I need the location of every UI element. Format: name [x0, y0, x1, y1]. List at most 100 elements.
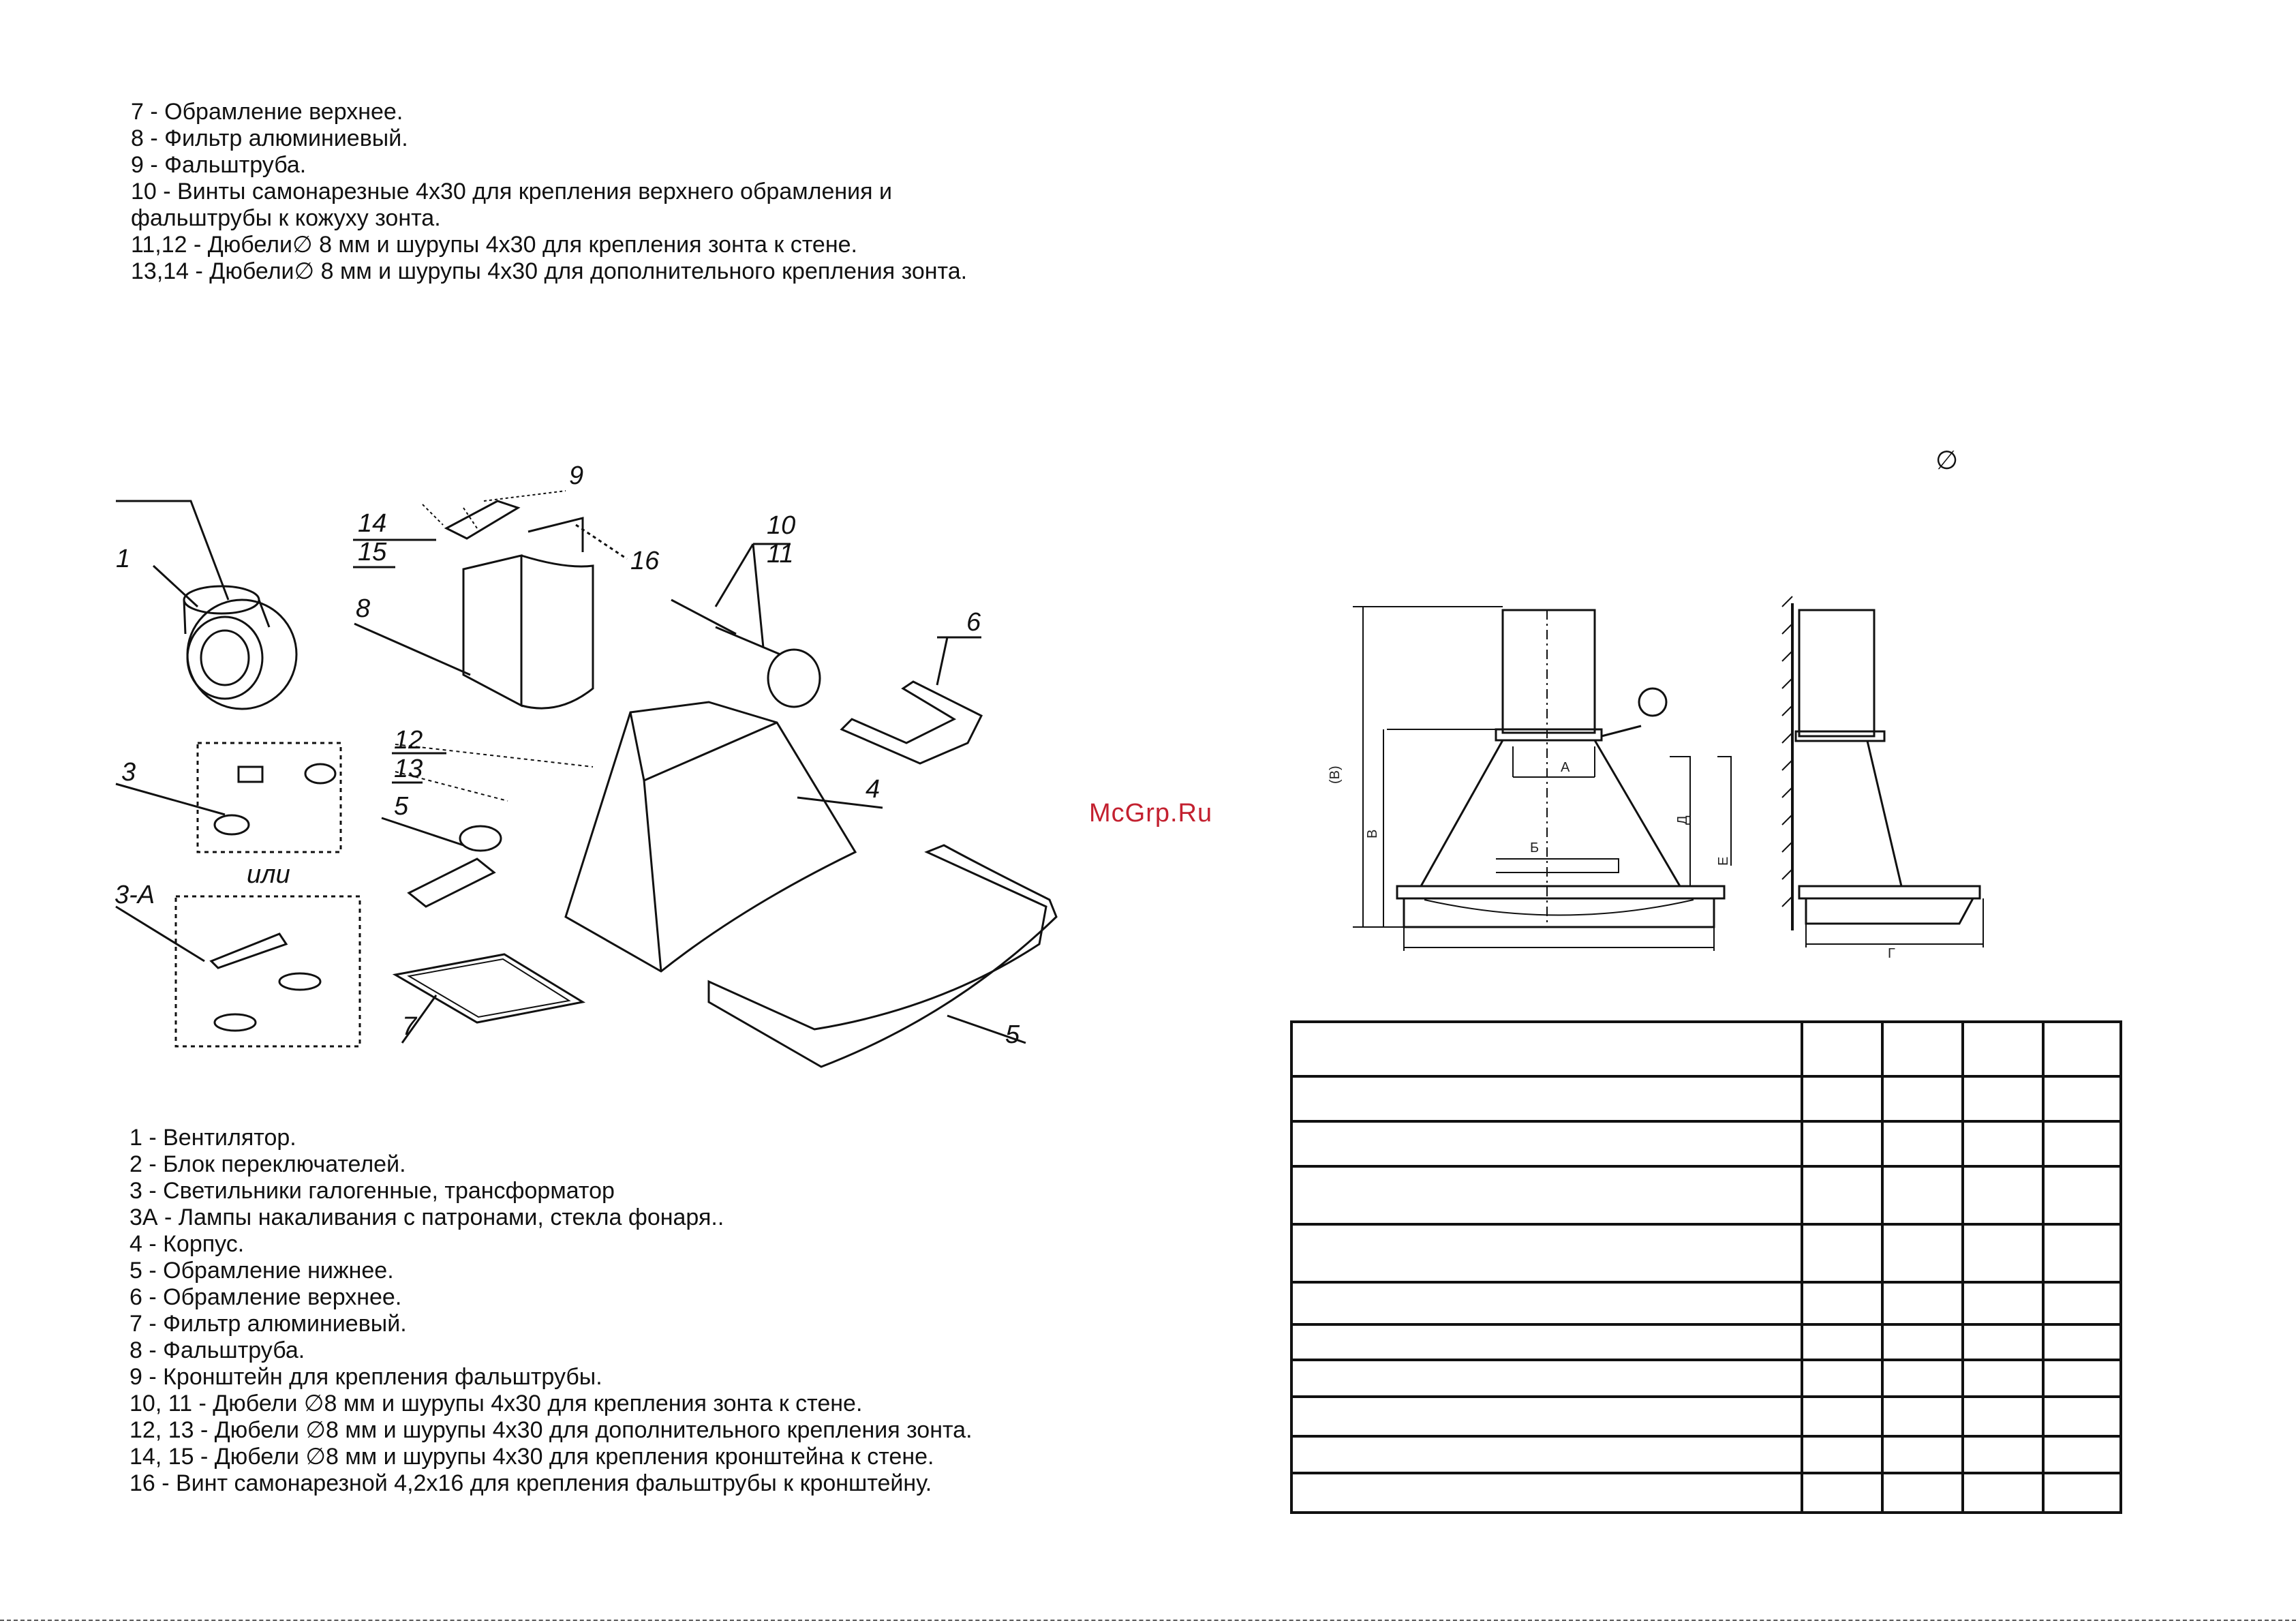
legend-line: 2 - Блок переключателей.	[129, 1151, 406, 1177]
table-cell	[1881, 1120, 1964, 1168]
table-cell	[1961, 1395, 2045, 1438]
legend-line: 9 - Фальштруба.	[131, 152, 307, 178]
label-14: 14	[358, 509, 386, 538]
filter-shape	[392, 953, 586, 1024]
table-cell	[2042, 1075, 2122, 1123]
exploded-view: 1 3 или 3-А 5 7 8 9 14	[114, 461, 1058, 1068]
legend-line: 3 - Светильники галогенные, трансформато…	[129, 1178, 615, 1204]
table-cell	[1881, 1075, 1964, 1123]
table-row	[1290, 1359, 2122, 1398]
legend-line: 5 - Обрамление нижнее.	[129, 1258, 394, 1284]
legend-line: 13,14 - Дюбели∅ 8 мм и шурупы 4х30 для д…	[131, 258, 968, 284]
table-row	[1290, 1323, 2122, 1361]
legend-line: 8 - Фильтр алюминиевый.	[131, 125, 408, 151]
table-cell	[1290, 1020, 1803, 1078]
label-9: 9	[569, 461, 583, 490]
table-cell	[1801, 1395, 1884, 1438]
table-cell	[1801, 1075, 1884, 1123]
table-cell	[2042, 1472, 2122, 1514]
table-cell	[1881, 1435, 1964, 1474]
legend-line: 10, 11 - Дюбели ∅8 мм и шурупы 4х30 для …	[129, 1391, 863, 1416]
legend-line: 3А - Лампы накаливания с патронами, стек…	[129, 1204, 724, 1230]
label-11: 11	[767, 540, 793, 568]
halogen-lamp-shape	[304, 763, 337, 785]
table-cell	[1290, 1359, 1803, 1398]
label-2: 5	[394, 792, 409, 821]
legend-line: 9 - Кронштейн для крепления фальштрубы.	[129, 1364, 602, 1390]
label-15: 15	[358, 538, 387, 566]
bracket-shape	[444, 500, 521, 540]
table-cell	[1801, 1020, 1884, 1078]
table-row	[1290, 1165, 2122, 1226]
bottom-edge-rule	[0, 1620, 2296, 1622]
dim-e: Е	[1716, 857, 1731, 866]
legend-line: 6 - Обрамление верхнее.	[129, 1284, 402, 1310]
table-cell	[1801, 1165, 1884, 1226]
table-cell	[1801, 1359, 1884, 1398]
switch-block-shape	[407, 858, 496, 908]
legend-line: 1 - Вентилятор.	[129, 1125, 296, 1151]
legend-line: 7 - Фильтр алюминиевый.	[129, 1311, 407, 1337]
table-cell	[1290, 1165, 1803, 1226]
table-cell	[1961, 1472, 2045, 1514]
table-cell	[1290, 1435, 1803, 1474]
table-cell	[1881, 1223, 1964, 1284]
table-cell	[1881, 1281, 1964, 1326]
table-cell	[2042, 1165, 2122, 1226]
legend-line: 14, 15 - Дюбели ∅8 мм и шурупы 4х30 для …	[129, 1444, 934, 1470]
diameter-symbol: ∅	[1935, 446, 1958, 475]
table-cell	[1290, 1223, 1803, 1284]
or-text: или	[247, 860, 290, 889]
table-cell	[2042, 1435, 2122, 1474]
hood-body-shape	[564, 701, 857, 973]
dim-v: В	[1365, 830, 1380, 838]
label-6: 6	[966, 608, 981, 637]
table-row	[1290, 1281, 2122, 1326]
spec-table	[1290, 1020, 2122, 1514]
table-row	[1290, 1472, 2122, 1514]
table-row	[1290, 1395, 2122, 1438]
dimension-drawing-side: Г	[1781, 596, 1984, 961]
dimension-drawing-front: ∅ А Б (В) В Д Е	[1328, 446, 1958, 951]
table-cell	[1801, 1120, 1884, 1168]
label-7: 7	[402, 1012, 418, 1041]
legend-line: 10 - Винты самонарезные 4х30 для креплен…	[131, 179, 892, 204]
table-cell	[1290, 1281, 1803, 1326]
label-5: 5	[1005, 1020, 1020, 1049]
legend-line: 8 - Фальштруба.	[129, 1337, 305, 1363]
label-3: 3	[121, 758, 136, 787]
false-pipe-side	[462, 554, 523, 708]
legend-line: 4 - Корпус.	[129, 1231, 245, 1257]
label-10: 10	[767, 511, 795, 540]
legend-line: фальштрубы к кожуху зонта.	[131, 205, 441, 231]
table-cell	[2042, 1281, 2122, 1326]
legend-line: 7 - Обрамление верхнее.	[131, 99, 403, 125]
dim-v-paren: (В)	[1328, 765, 1343, 784]
transformer-shape	[237, 765, 264, 783]
dim-b: Б	[1530, 840, 1539, 855]
table-cell	[1801, 1435, 1884, 1474]
label-13: 13	[394, 755, 423, 783]
table-cell	[1881, 1472, 1964, 1514]
label-1: 1	[116, 545, 130, 573]
table-cell	[1881, 1020, 1964, 1078]
fan-drawing	[116, 500, 298, 710]
table-cell	[2042, 1020, 2122, 1078]
table-cell	[1801, 1281, 1884, 1326]
table-cell	[2042, 1120, 2122, 1168]
dim-d: Д	[1675, 815, 1690, 825]
table-cell	[1290, 1075, 1803, 1123]
table-cell	[1961, 1020, 2045, 1078]
lower-frame-shape	[707, 844, 1058, 1068]
incandescent-kit-box	[174, 895, 361, 1048]
table-row	[1290, 1075, 2122, 1123]
bottom-parts-legend: 1 - Вентилятор. 2 - Блок переключателей.…	[129, 1125, 973, 1497]
table-cell	[1961, 1223, 2045, 1284]
table-cell	[2042, 1395, 2122, 1438]
table-cell	[1290, 1395, 1803, 1438]
table-cell	[2042, 1359, 2122, 1398]
table-cell	[1961, 1435, 2045, 1474]
table-cell	[1801, 1472, 1884, 1514]
table-row	[1290, 1223, 2122, 1284]
